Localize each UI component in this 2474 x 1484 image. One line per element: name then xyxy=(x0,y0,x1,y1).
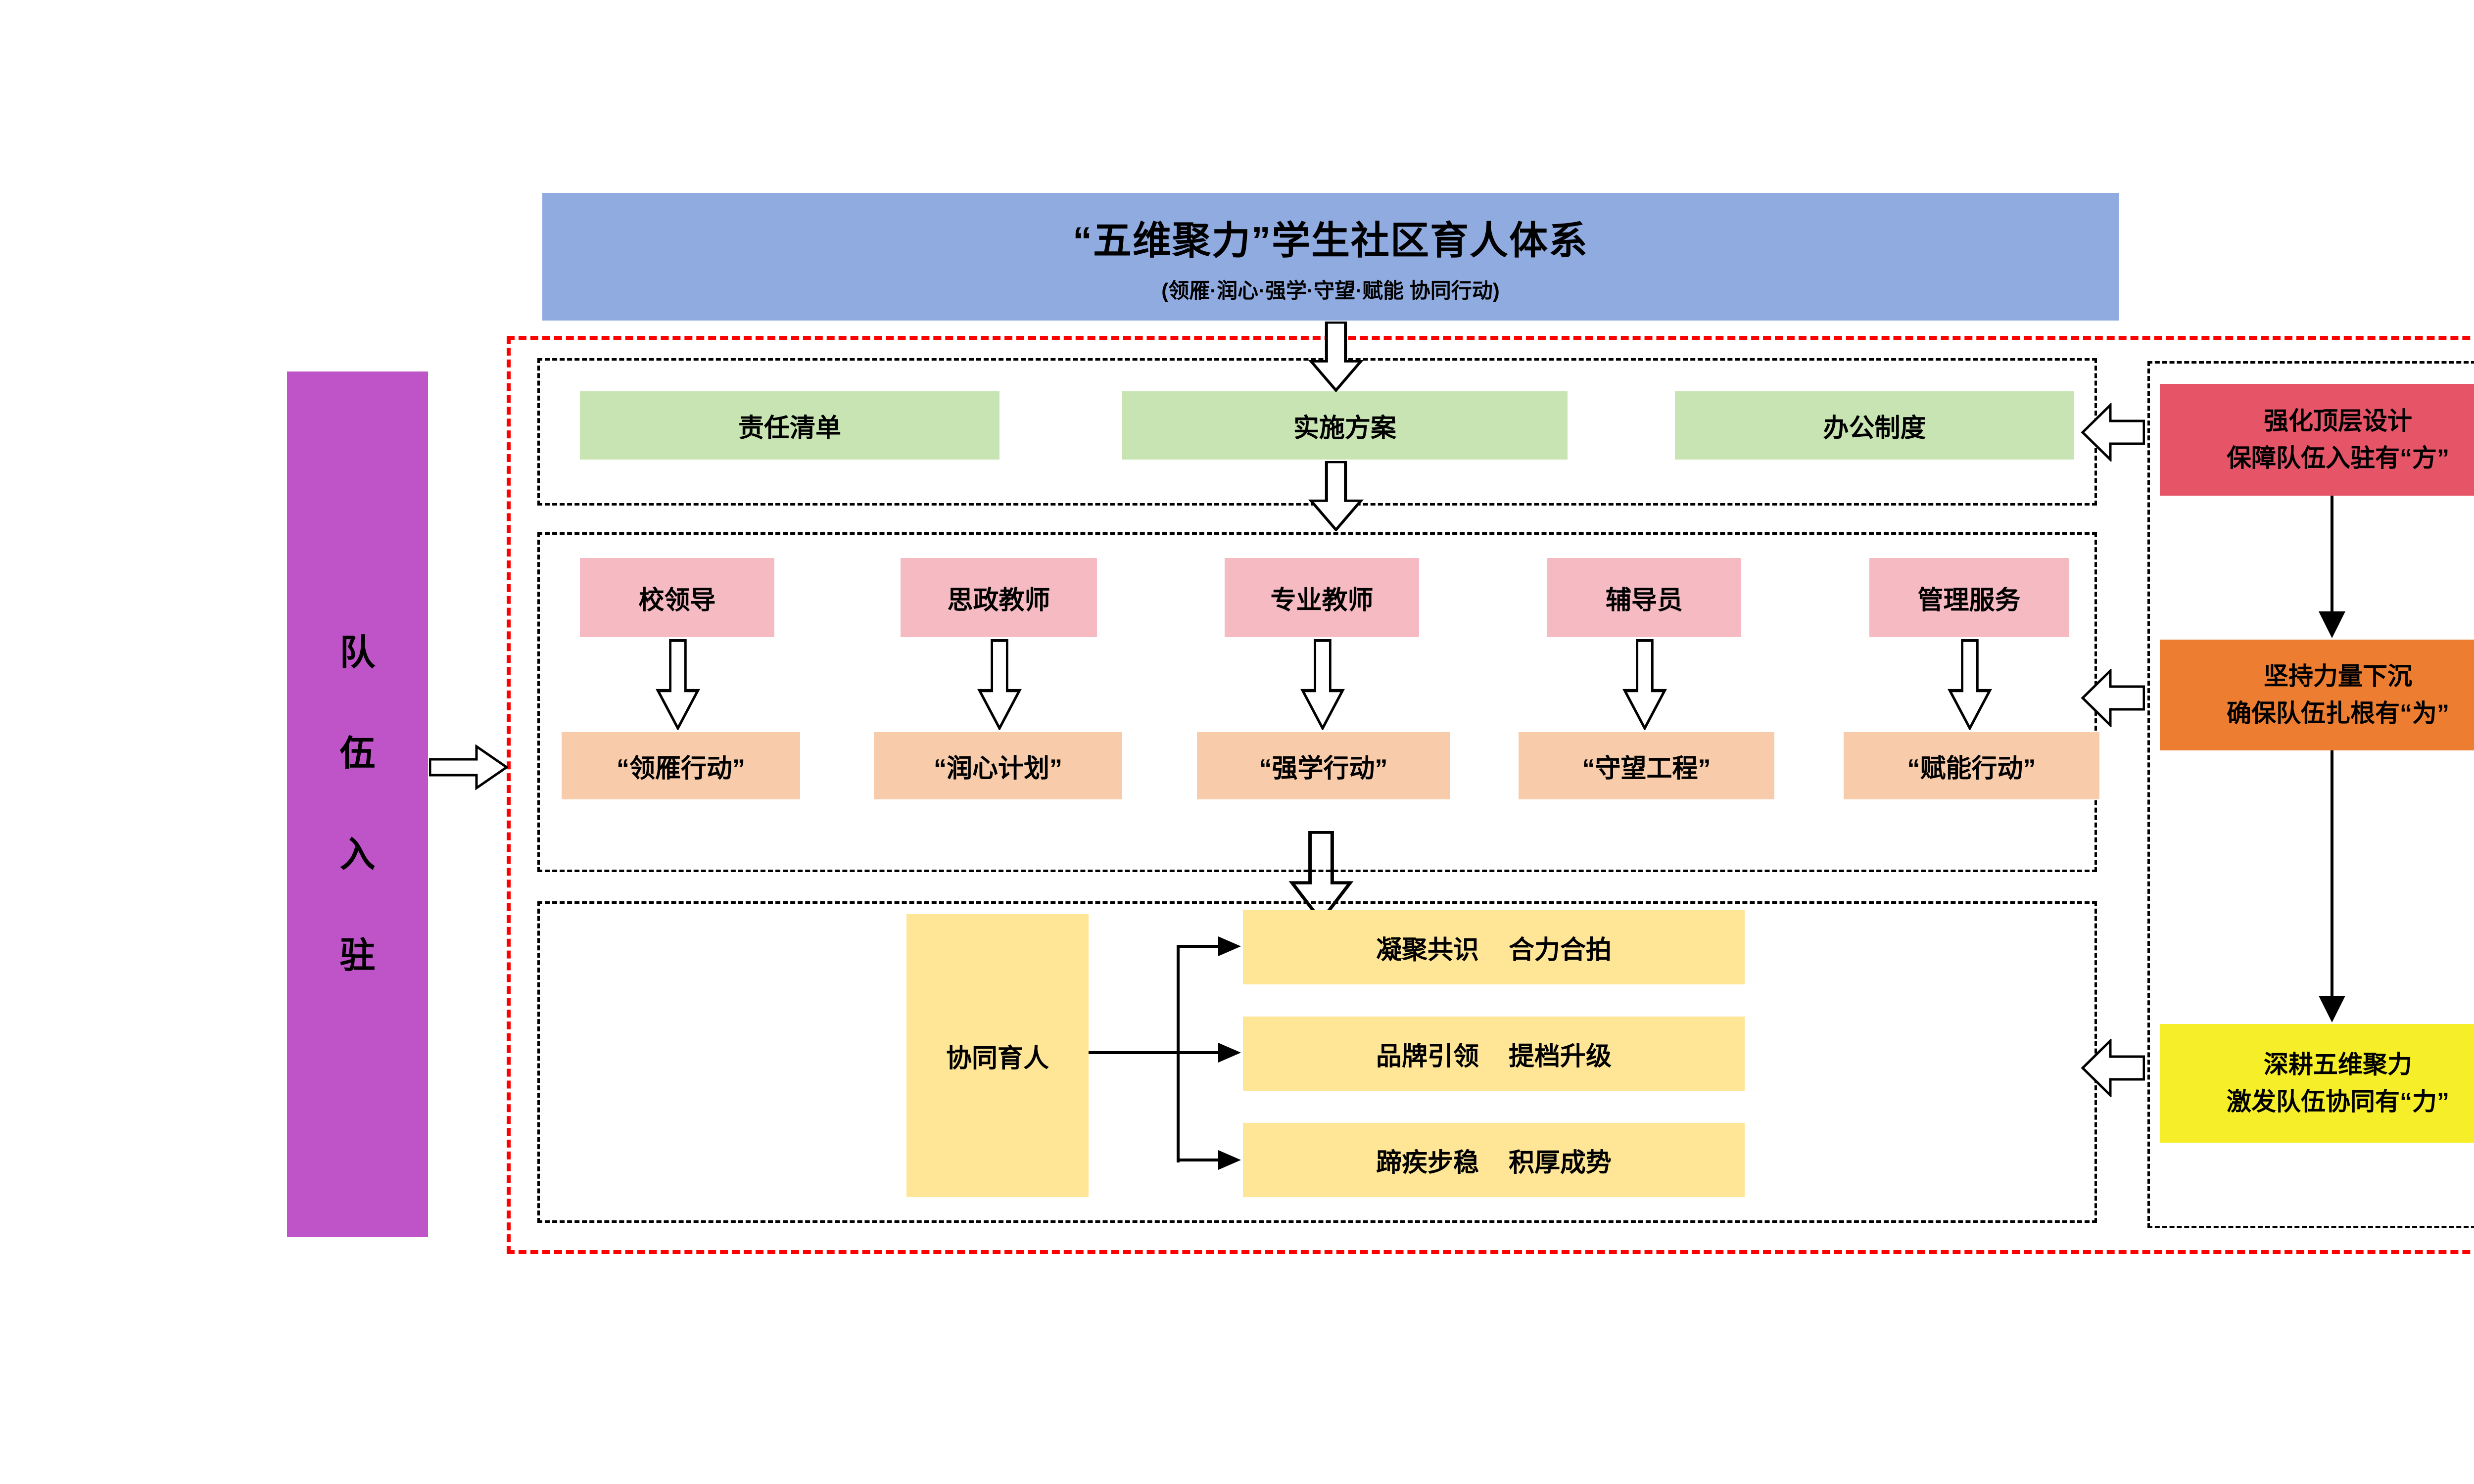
down-arrow-icon xyxy=(1300,639,1345,730)
step-box-five-dimension: 深耕五维聚力 激发队伍协同有“力” xyxy=(2160,1024,2474,1143)
step-box-forces-sink: 坚持力量下沉 确保队伍扎根有“为” xyxy=(2160,640,2474,750)
outcome-text: 积厚成势 xyxy=(1509,1148,1612,1177)
policy-box-office-system: 办公制度 xyxy=(1675,391,2074,460)
arrowhead-icon xyxy=(2319,611,2345,638)
step-line1: 深耕五维聚力 xyxy=(2264,1051,2412,1078)
diagram-subtitle: (领雁·润心·强学·守望·赋能 协同行动) xyxy=(1161,278,1500,302)
connector-line xyxy=(1089,1051,1218,1054)
left-arrow-icon xyxy=(2081,1039,2145,1097)
role-box-major-teachers: 专业教师 xyxy=(1225,558,1419,637)
arrowhead-icon xyxy=(1218,936,1241,956)
outcome-text: 凝聚共识 xyxy=(1376,935,1479,965)
main-dashed-frame xyxy=(507,336,2474,1254)
arrowhead-icon xyxy=(1218,1043,1241,1063)
title-banner: “五维聚力”学生社区育人体系 (领雁·润心·强学·守望·赋能 协同行动) xyxy=(542,193,2119,321)
step-line2: 激发队伍协同有“力” xyxy=(2227,1088,2449,1115)
step-line2: 确保队伍扎根有“为” xyxy=(2227,699,2449,727)
diagram-title: “五维聚力”学生社区育人体系 xyxy=(1072,218,1588,262)
synergy-hub-box: 协同育人 xyxy=(906,914,1089,1197)
section-right-steps xyxy=(2147,361,2474,1228)
left-tab-teams-settle-in: 队 伍 入 驻 xyxy=(287,371,428,1237)
connector-line xyxy=(2331,750,2333,997)
down-arrow-icon xyxy=(1308,322,1364,392)
connector-line xyxy=(1177,945,1218,948)
left-tab-char: 伍 xyxy=(339,734,376,774)
policy-box-implementation-plan: 实施方案 xyxy=(1122,391,1568,460)
step-line1: 坚持力量下沉 xyxy=(2264,662,2412,690)
program-box-funeng-action: “赋能行动” xyxy=(1844,732,2099,799)
outcome-box-brand-upgrade: 品牌引领 提档升级 xyxy=(1243,1017,1745,1091)
right-arrow-icon xyxy=(429,744,508,790)
role-box-school-leaders: 校领导 xyxy=(580,558,774,637)
connector-line xyxy=(1177,1159,1218,1161)
outcome-box-consensus: 凝聚共识 合力合拍 xyxy=(1243,910,1745,984)
outcome-text: 品牌引领 xyxy=(1376,1042,1479,1071)
program-box-runxin-plan: “润心计划” xyxy=(874,732,1122,799)
outcome-text: 合力合拍 xyxy=(1509,935,1612,965)
step-box-top-design: 强化顶层设计 保障队伍入驻有“方” xyxy=(2160,384,2474,496)
down-arrow-icon xyxy=(1622,639,1667,730)
left-tab-char: 队 xyxy=(339,633,376,673)
left-arrow-icon xyxy=(2081,669,2145,727)
outcome-box-steady-momentum: 蹄疾步稳 积厚成势 xyxy=(1243,1123,1745,1197)
role-box-ideology-teachers: 思政教师 xyxy=(901,558,1097,637)
down-arrow-icon xyxy=(977,639,1022,730)
connector-line xyxy=(1177,945,1180,1162)
step-line2: 保障队伍入驻有“方” xyxy=(2227,444,2449,472)
left-tab-char: 驻 xyxy=(339,936,376,975)
role-box-management-service: 管理服务 xyxy=(1869,558,2069,637)
left-tab-char: 入 xyxy=(339,835,376,875)
down-arrow-icon xyxy=(656,639,700,730)
outcome-text: 提档升级 xyxy=(1509,1042,1612,1071)
policy-box-responsibility-list: 责任清单 xyxy=(580,391,999,460)
program-box-lingyan-action: “领雁行动” xyxy=(562,732,800,799)
step-line1: 强化顶层设计 xyxy=(2264,407,2412,435)
program-box-shouwang-project: “守望工程” xyxy=(1519,732,1774,799)
down-arrow-icon xyxy=(1948,639,1992,730)
down-arrow-icon xyxy=(1308,461,1364,531)
arrowhead-icon xyxy=(2319,996,2345,1022)
left-arrow-icon xyxy=(2081,403,2145,462)
outcome-text: 蹄疾步稳 xyxy=(1376,1148,1479,1177)
role-box-counselors: 辅导员 xyxy=(1547,558,1741,637)
program-box-qiangxue-action: “强学行动” xyxy=(1197,732,1450,799)
connector-line xyxy=(2331,496,2333,612)
arrowhead-icon xyxy=(1218,1150,1241,1170)
